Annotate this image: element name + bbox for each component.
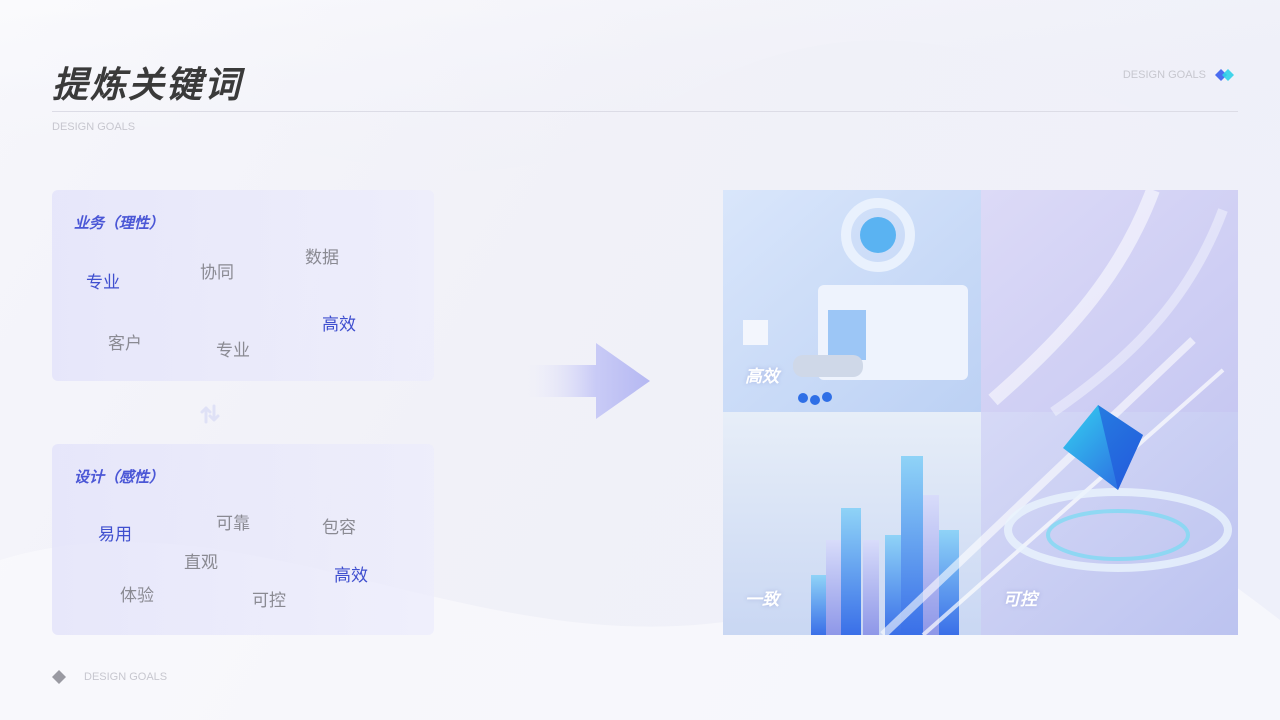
caption-efficient: 高效 — [745, 367, 779, 387]
illustration-graphic — [723, 190, 1238, 635]
page-title: 提炼关键词 — [52, 65, 243, 106]
footer: DESIGN GOALS — [52, 670, 167, 684]
header-divider — [52, 111, 1238, 112]
keyword: 直观 — [184, 553, 218, 573]
keyword: 包容 — [322, 518, 356, 538]
keyword: 专业 — [86, 273, 120, 293]
keyword: 高效 — [334, 566, 368, 586]
card-title-business: 业务（理性） — [74, 214, 165, 232]
keyword: 协同 — [200, 263, 234, 283]
diamond-logo-icon — [1215, 69, 1234, 81]
card-title-design: 设计（感性） — [74, 468, 165, 486]
keyword: 客户 — [108, 334, 142, 354]
header-brand: DESIGN GOALS — [1123, 68, 1236, 82]
keyword: 可控 — [252, 591, 286, 611]
keyword-card-design: 设计（感性） 易用 可靠 包容 直观 体验 可控 高效 — [52, 444, 434, 635]
footer-label: DESIGN GOALS — [84, 671, 168, 683]
illustration-panel: 高效 一致 可控 — [723, 190, 1238, 635]
keyword-card-business: 业务（理性） 专业 协同 数据 客户 专业 高效 — [52, 190, 434, 381]
caption-controllable: 可控 — [1003, 590, 1037, 610]
keyword: 数据 — [305, 248, 339, 268]
keyword: 专业 — [216, 341, 250, 361]
keyword: 可靠 — [216, 514, 250, 534]
big-right-arrow-icon — [528, 343, 650, 419]
keyword: 易用 — [98, 525, 132, 545]
header-label: DESIGN GOALS — [1122, 69, 1206, 81]
page-subtitle: DESIGN GOALS — [52, 121, 136, 133]
keyword: 高效 — [322, 315, 356, 335]
swap-vertical-icon — [200, 404, 220, 424]
keyword: 体验 — [120, 586, 154, 606]
caption-consistent: 一致 — [745, 590, 779, 610]
diamond-bullet-icon — [52, 670, 66, 684]
